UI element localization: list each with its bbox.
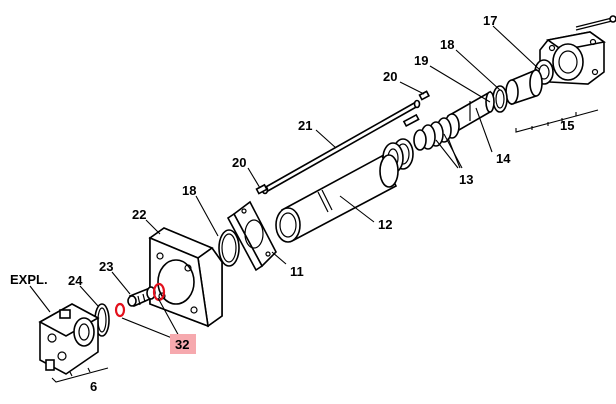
label-13: 13 bbox=[459, 172, 473, 187]
label-11: 11 bbox=[290, 264, 304, 279]
label-23: 23 bbox=[99, 259, 113, 274]
leader-lines bbox=[29, 25, 541, 339]
highlight-box-32 bbox=[170, 334, 196, 354]
part-22-head-block bbox=[148, 227, 223, 328]
part-19-stud bbox=[402, 113, 420, 128]
part-23-fitting bbox=[127, 286, 156, 308]
label-12: 12 bbox=[378, 217, 392, 232]
label-19: 19 bbox=[414, 53, 428, 68]
label-24: 24 bbox=[68, 273, 83, 288]
group-bracket-6 bbox=[51, 367, 109, 383]
label-expl: EXPL. bbox=[10, 272, 48, 287]
part-15-end-cap bbox=[539, 15, 616, 85]
part-labels: 17 18 19 20 15 21 14 13 20 12 18 22 11 2… bbox=[10, 13, 574, 394]
label-20-top: 20 bbox=[383, 69, 397, 84]
label-21: 21 bbox=[298, 118, 312, 133]
part-6-valve-block bbox=[38, 303, 100, 375]
label-6: 6 bbox=[90, 379, 97, 394]
part-11-flange-plate bbox=[226, 200, 277, 272]
part-18-o-ring-bottom bbox=[218, 229, 240, 267]
part-20-pin-bottom bbox=[255, 183, 268, 195]
label-18-bottom: 18 bbox=[182, 183, 196, 198]
group-bracket-15 bbox=[515, 109, 599, 133]
part-12-cylinder-tube bbox=[275, 154, 399, 243]
label-20-bottom: 20 bbox=[232, 155, 246, 170]
label-14: 14 bbox=[496, 151, 511, 166]
label-32: 32 bbox=[175, 337, 189, 352]
label-22: 22 bbox=[132, 207, 146, 222]
label-15: 15 bbox=[560, 118, 574, 133]
label-17: 17 bbox=[483, 13, 497, 28]
label-18-top: 18 bbox=[440, 37, 454, 52]
part-17-bushing bbox=[505, 59, 554, 106]
